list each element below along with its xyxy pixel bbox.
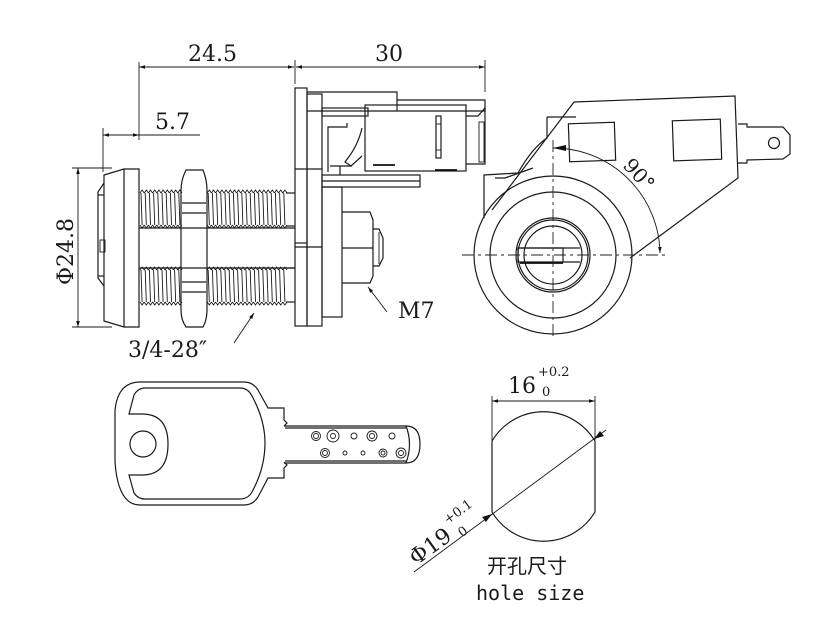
hex-nut xyxy=(180,169,208,328)
hole-diameter-dim: Φ19 +0.1 0 xyxy=(405,497,476,571)
key-dimple xyxy=(311,431,321,441)
lower-thread xyxy=(139,266,288,306)
threaded-body xyxy=(139,189,295,306)
key-dimple xyxy=(330,433,336,439)
m7-nut: M7 xyxy=(342,211,435,324)
dim-label-phi-24-8: Φ24.8 xyxy=(54,218,79,285)
cam-assembly xyxy=(307,91,486,318)
lock-head xyxy=(97,168,140,328)
key-dimple xyxy=(395,447,407,459)
m7-label: M7 xyxy=(398,299,435,324)
terminal-tab xyxy=(738,123,791,164)
hole-width-dim: 16 +0.2 0 xyxy=(508,365,570,400)
dim-label-5-7: 5.7 xyxy=(155,110,190,135)
hole-width-tol-upper: +0.2 xyxy=(538,365,570,380)
key-dimples xyxy=(311,429,407,459)
dim-label-24-5: 24.5 xyxy=(188,42,237,67)
key-dimple xyxy=(313,433,319,439)
side-view: 24.5 30 5.7 Φ24.8 xyxy=(54,42,486,363)
thread-spec-label: 3/4-28″ xyxy=(128,338,207,363)
key-view xyxy=(114,381,421,506)
key-dimple xyxy=(320,448,330,458)
hole-cutout-view: 16 +0.2 0 Φ19 +0.1 0 开孔尺寸 hole size xyxy=(405,365,607,605)
key-dimple xyxy=(398,450,404,456)
hole-diameter-tol-upper: +0.1 xyxy=(441,497,475,528)
thread-callout: 3/4-28″ xyxy=(128,312,255,363)
dimension-body-length: 24.5 xyxy=(138,42,296,140)
key-dimple xyxy=(326,429,340,443)
key-dimple xyxy=(369,433,375,439)
thread-teeth xyxy=(139,266,288,306)
key-dimple xyxy=(388,432,396,440)
key-dimple xyxy=(350,432,358,440)
hole-diameter-tol-lower: 0 xyxy=(456,524,472,541)
hole-size-label-en: hole size xyxy=(476,581,584,605)
hole-diameter-value: Φ19 xyxy=(405,524,457,571)
key-dimple xyxy=(360,450,366,456)
thread-teeth xyxy=(139,189,288,229)
housing-plate xyxy=(294,87,323,327)
angle-label: 90° xyxy=(618,153,660,195)
key-dimple xyxy=(342,450,348,456)
dimension-head-thickness: 5.7 xyxy=(102,110,200,172)
hole-size-label-cn: 开孔尺寸 xyxy=(487,554,567,578)
key-dimple xyxy=(378,448,388,458)
dimension-head-diameter: Φ24.8 xyxy=(54,167,112,328)
hole-width-tol-lower: 0 xyxy=(542,385,550,400)
upper-thread xyxy=(139,189,288,229)
key-dimple xyxy=(380,450,386,456)
hole-width-value: 16 xyxy=(508,374,536,399)
key-dimple xyxy=(322,450,328,456)
dimension-cam-length: 30 xyxy=(296,42,486,92)
dim-label-30: 30 xyxy=(375,42,403,67)
front-view: 90° xyxy=(462,95,791,340)
key-dimple xyxy=(366,430,378,442)
